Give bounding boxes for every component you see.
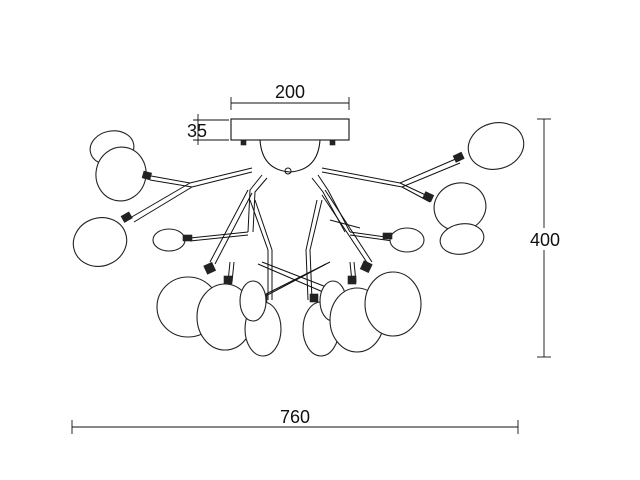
bulb bbox=[439, 223, 485, 255]
dim-canopy-width: 200 bbox=[230, 82, 350, 110]
bulb bbox=[467, 122, 525, 170]
dim-canopy-height: 35 bbox=[187, 114, 229, 145]
dim-overall-width: 760 bbox=[71, 407, 519, 434]
bulb bbox=[72, 217, 128, 267]
bulb bbox=[389, 227, 425, 253]
dim-overall-height-label: 400 bbox=[530, 230, 560, 250]
bulb bbox=[364, 271, 422, 337]
bulb bbox=[152, 228, 186, 252]
dim-canopy-height-label: 35 bbox=[187, 121, 207, 141]
dim-canopy-width-label: 200 bbox=[275, 82, 305, 102]
dim-overall-height: 400 bbox=[530, 118, 560, 358]
bulb bbox=[239, 280, 267, 322]
canopy bbox=[230, 118, 350, 175]
dim-overall-width-label: 760 bbox=[280, 407, 310, 427]
bulbs bbox=[72, 122, 525, 357]
